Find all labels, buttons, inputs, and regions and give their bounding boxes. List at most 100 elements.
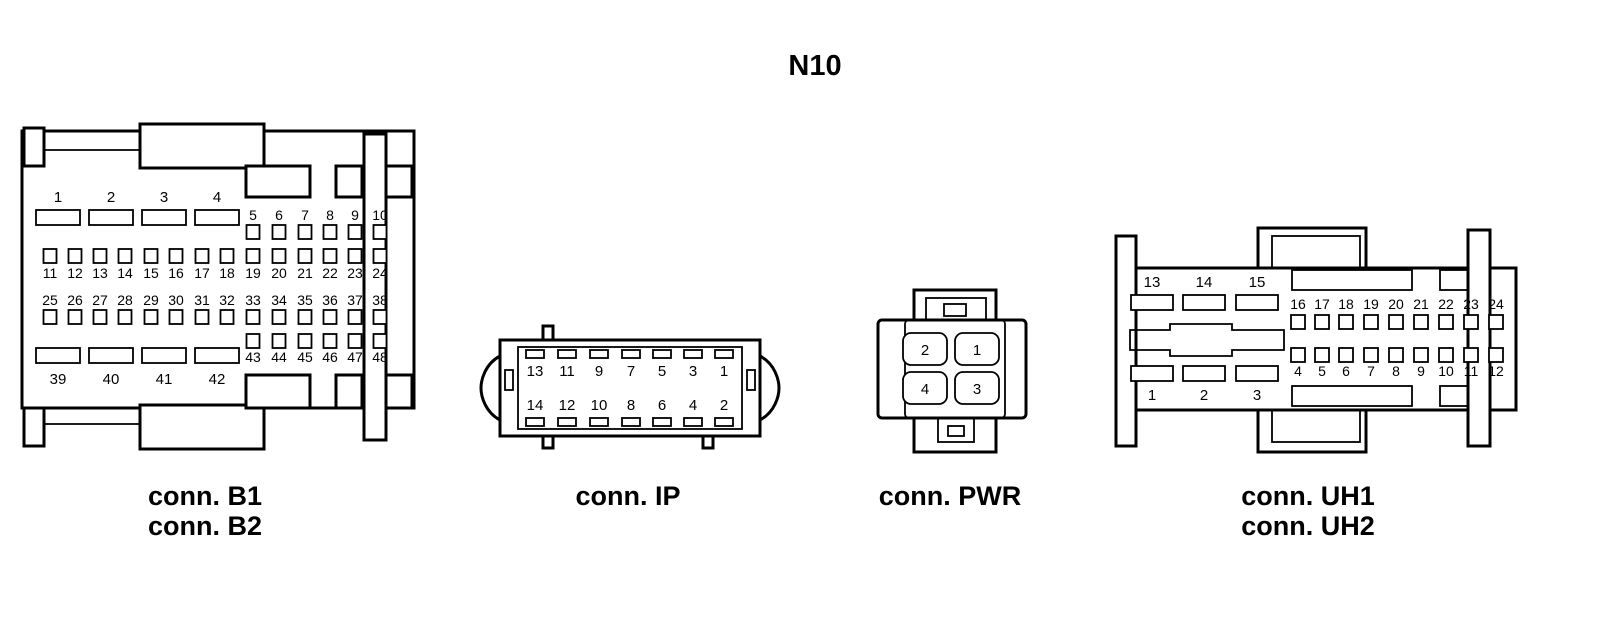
- caption-conn-uh2: conn. UH2: [1241, 511, 1375, 541]
- pin-label: 21: [1413, 296, 1429, 312]
- pin-label: 15: [1249, 274, 1266, 291]
- connector-uh-pins: [1130, 294, 1504, 382]
- pin-slot-small: [1338, 314, 1354, 330]
- pin-label: 35: [297, 292, 313, 308]
- caption-conn-b1: conn. B1: [148, 481, 262, 511]
- pin-slot-small: [117, 309, 133, 325]
- pin-slot-small: [1438, 314, 1454, 330]
- pin-slot-small: [1413, 347, 1429, 363]
- pin-label: 4: [213, 189, 221, 206]
- pin-slot: [557, 417, 577, 427]
- pin-label: 18: [1338, 296, 1354, 312]
- pin-label: 34: [271, 292, 287, 308]
- pin-slot-small: [194, 309, 210, 325]
- pin-slot-small: [271, 248, 287, 264]
- pin-label: 8: [1392, 363, 1400, 379]
- pin-label: 19: [245, 265, 261, 281]
- pin-label: 10: [1438, 363, 1454, 379]
- pin-cavity: [954, 371, 1000, 405]
- pin-slot-small: [245, 309, 261, 325]
- pin-label: 19: [1363, 296, 1379, 312]
- pin-slot-small: [1388, 314, 1404, 330]
- pin-slot-small: [168, 309, 184, 325]
- pin-slot-large: [1235, 365, 1279, 382]
- pin-label: 5: [1318, 363, 1326, 379]
- caption-conn-uh1: conn. UH1: [1241, 481, 1375, 511]
- pin-label: 48: [372, 349, 388, 365]
- pin-label: 40: [103, 371, 120, 388]
- pin-slot-small: [1314, 347, 1330, 363]
- pin-slot-large: [1235, 294, 1279, 311]
- pin-slot-small: [1388, 347, 1404, 363]
- pin-slot-large: [1182, 294, 1226, 311]
- pin-slot-small: [194, 248, 210, 264]
- pin-label: 47: [347, 349, 363, 365]
- pin-label: 46: [322, 349, 338, 365]
- pin-label: 26: [67, 292, 83, 308]
- pin-cavity: [902, 332, 948, 366]
- pin-label: 33: [245, 292, 261, 308]
- pin-slot-small: [347, 333, 363, 349]
- pin-slot-small: [1290, 347, 1306, 363]
- pin-label: 14: [1196, 274, 1213, 291]
- pin-label: 12: [559, 397, 576, 414]
- pin-slot: [652, 417, 672, 427]
- pin-slot: [589, 417, 609, 427]
- pin-slot-small: [245, 333, 261, 349]
- pin-label: 37: [347, 292, 363, 308]
- pin-slot-large: [141, 347, 187, 364]
- pin-slot-large: [141, 209, 187, 226]
- pin-label: 2: [720, 397, 728, 414]
- pin-label: 5: [658, 363, 666, 380]
- pin-slot-small: [372, 224, 388, 240]
- pin-slot: [683, 349, 703, 359]
- pin-label: 14: [117, 265, 133, 281]
- pin-slot: [525, 417, 545, 427]
- pin-label: 11: [559, 363, 575, 380]
- pin-label: 12: [1488, 363, 1504, 379]
- pin-label: 6: [1342, 363, 1350, 379]
- pin-label: 43: [245, 349, 261, 365]
- pin-slot-small: [1488, 347, 1504, 363]
- pin-label: 17: [1314, 296, 1330, 312]
- pin-label: 3: [1253, 387, 1261, 404]
- pin-label: 29: [143, 292, 159, 308]
- pin-label: 28: [117, 292, 133, 308]
- connector-ip-pins: [525, 349, 734, 427]
- pin-label: 6: [275, 207, 283, 223]
- pin-label: 8: [326, 207, 334, 223]
- pin-slot-small: [1463, 314, 1479, 330]
- pin-label: 2: [1200, 387, 1208, 404]
- pin-label: 39: [50, 371, 67, 388]
- pin-slot-small: [322, 309, 338, 325]
- pin-slot-small: [42, 309, 58, 325]
- pin-label: 13: [92, 265, 108, 281]
- pin-label: 3: [160, 189, 168, 206]
- pin-slot-small: [67, 248, 83, 264]
- pin-label: 7: [301, 207, 309, 223]
- pin-slot-small: [322, 333, 338, 349]
- pin-label: 24: [1488, 296, 1504, 312]
- pin-label: 45: [297, 349, 313, 365]
- pin-slot-small: [1314, 314, 1330, 330]
- pin-slot-small: [1363, 347, 1379, 363]
- pin-label: 31: [194, 292, 210, 308]
- pin-label: 32: [219, 292, 235, 308]
- pin-slot: [652, 349, 672, 359]
- pin-label: 44: [271, 349, 287, 365]
- pin-label: 6: [658, 397, 666, 414]
- pin-label: 13: [527, 363, 544, 380]
- pin-slot-small: [271, 224, 287, 240]
- pin-label: 20: [271, 265, 287, 281]
- pin-slot-large: [88, 209, 134, 226]
- pin-label: 17: [194, 265, 210, 281]
- pin-slot-small: [117, 248, 133, 264]
- pin-slot-small: [347, 224, 363, 240]
- pin-slot-small: [1413, 314, 1429, 330]
- pin-slot-small: [92, 248, 108, 264]
- pin-label: 22: [322, 265, 338, 281]
- pin-label: 9: [1417, 363, 1425, 379]
